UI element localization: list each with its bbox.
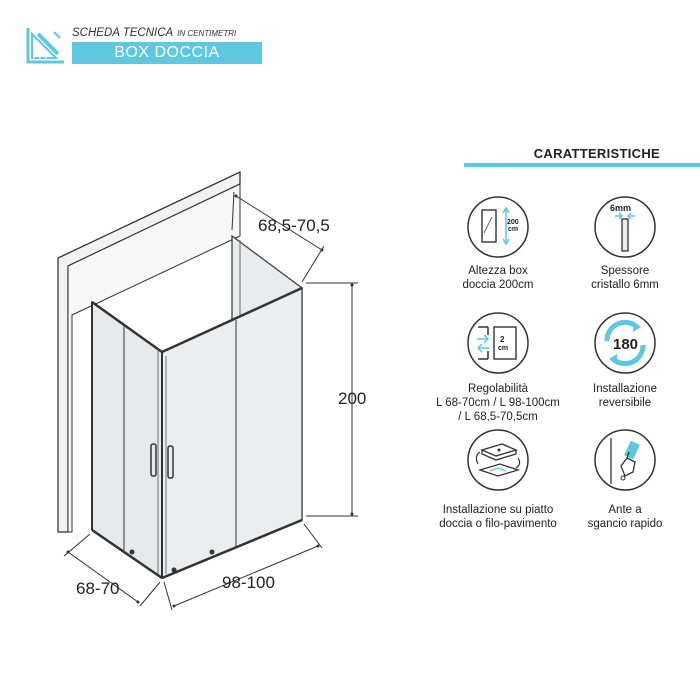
header-unit: IN CENTIMETRI [177, 29, 237, 38]
height-icon: 200 cm [467, 196, 529, 258]
dimension-front-width-line [163, 523, 323, 611]
quick-release-icon [594, 429, 656, 491]
svg-text:cm: cm [498, 345, 508, 352]
height-icon-text: 200 [507, 219, 519, 226]
dimension-front-width: 98-100 [222, 573, 275, 592]
dimension-depth-top: 68,5-70,5 [258, 216, 330, 235]
svg-text:6mm: 6mm [610, 203, 631, 213]
technical-drawing-logo-icon [26, 28, 64, 64]
dimension-height-line [306, 282, 358, 517]
door-handle-left [150, 443, 157, 477]
shower-box-drawing [57, 170, 358, 611]
features-accent-bar [464, 163, 700, 167]
adjustable-icon: 2 cm [467, 312, 529, 374]
dimension-depth-top-line [231, 191, 325, 283]
svg-text:180: 180 [613, 336, 638, 353]
svg-text:cm: cm [508, 226, 518, 233]
dimension-side-bottom-line [63, 533, 161, 607]
features-title: CARATTERISTICHE [533, 146, 660, 161]
door-handle-right [167, 445, 174, 479]
front-glass-panel [161, 286, 303, 579]
dimension-side-bottom: 68-70 [76, 579, 120, 598]
svg-text:2: 2 [500, 335, 505, 344]
tray-icon [467, 429, 529, 491]
product-name-banner: BOX DOCCIA [72, 42, 262, 64]
glass-thickness-icon: 6mm [594, 196, 656, 258]
reversible-icon: 180 [594, 312, 656, 374]
dimension-height: 200 [338, 389, 367, 408]
